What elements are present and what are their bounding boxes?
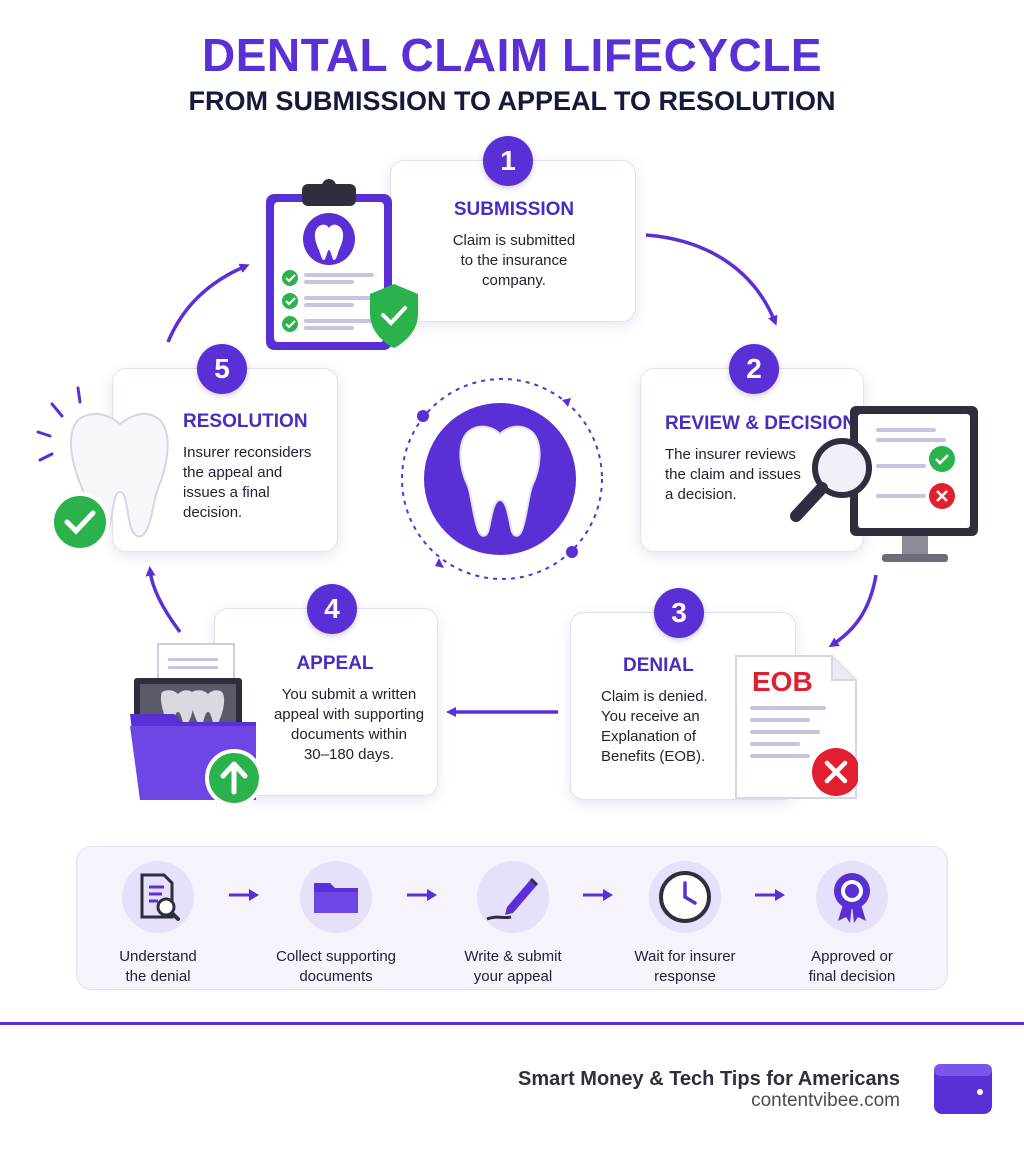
process-step-label: Understand the denial (83, 947, 233, 987)
description-line: You submit a written (281, 686, 417, 703)
stage-5-badge: 5 (197, 344, 247, 394)
description-line: appeal with supporting (273, 706, 425, 723)
label-line: documents (299, 968, 373, 985)
arrow-right-icon (755, 889, 785, 901)
process-step-label: Approved or final decision (777, 947, 927, 987)
process-step-label: Write & submit your appeal (438, 947, 588, 987)
stage-denial-description: Claim is denied. You receive an Explanat… (601, 687, 781, 767)
stage-review-description: The insurer reviews the claim and issues… (665, 445, 865, 505)
description-line: company. (482, 272, 546, 289)
stage-appeal-description: You submit a written appeal with support… (259, 685, 439, 765)
document-search-icon (122, 861, 194, 933)
process-step-understand: Understand the denial (83, 861, 233, 987)
process-step-write: Write & submit your appeal (438, 861, 588, 987)
footer-tagline: Smart Money & Tech Tips for Americans (518, 1068, 900, 1090)
wallet-icon (934, 1064, 992, 1114)
stage-3-badge: 3 (654, 588, 704, 638)
shield-check-icon (370, 284, 418, 348)
description-line: Insurer reconsiders (183, 444, 312, 461)
pen-icon (477, 861, 549, 933)
arrow-right-icon (583, 889, 613, 901)
stage-review-title: REVIEW & DECISION (665, 413, 857, 434)
award-ribbon-icon (816, 861, 888, 933)
process-strip: Understand the denial Collect supporting… (76, 846, 948, 990)
description-line: the appeal and (183, 464, 283, 481)
description-line: documents within (291, 726, 407, 743)
cycle-arrows (145, 233, 878, 717)
description-line: to the insurance (460, 252, 568, 269)
page-subtitle: FROM SUBMISSION TO APPEAL TO RESOLUTION (188, 86, 836, 116)
description-line: issues a final (183, 484, 270, 501)
clipboard-icon (266, 179, 418, 350)
description-line: decision. (183, 504, 243, 521)
label-line: final decision (808, 968, 896, 985)
arrow-right-icon (229, 889, 259, 901)
label-line: your appeal (473, 968, 553, 985)
stage-4-badge: 4 (307, 584, 357, 634)
description-line: 30–180 days. (303, 746, 395, 763)
description-line: You receive an (601, 708, 700, 725)
arrow-2-to-3 (828, 574, 878, 648)
footer-url: contentvibee.com (751, 1090, 900, 1111)
arrow-1-to-2 (645, 233, 778, 326)
label-line: the denial (125, 968, 191, 985)
description-line: Claim is submitted (452, 232, 576, 249)
label-line: Understand (119, 948, 197, 965)
description-line: Claim is denied. (601, 688, 708, 705)
process-step-wait: Wait for insurer response (610, 861, 760, 987)
clock-icon (649, 861, 721, 933)
folder-icon (300, 861, 372, 933)
appeal-folder-icon (130, 643, 263, 807)
process-step-decision: Approved or final decision (777, 861, 927, 987)
description-line: a decision. (665, 486, 737, 503)
monitor-review-icon (790, 406, 978, 562)
stage-resolution-description: Insurer reconsiders the appeal and issue… (183, 443, 339, 523)
eob-label: EOB (752, 666, 813, 697)
tooth-approved-icon (36, 386, 169, 552)
description-line: The insurer reviews (665, 446, 796, 463)
description-line: the claim and issues (665, 466, 801, 483)
description-line: Explanation of (601, 728, 697, 745)
approved-check-icon (50, 492, 110, 552)
process-step-collect: Collect supporting documents (261, 861, 411, 987)
stage-resolution-title: RESOLUTION (183, 411, 308, 432)
label-line: response (654, 968, 716, 985)
stage-submission-description: Claim is submitted to the insurance comp… (391, 231, 637, 291)
label-line: Approved or (811, 948, 893, 965)
stage-appeal-title: APPEAL (296, 653, 374, 674)
stage-2-badge: 2 (729, 344, 779, 394)
label-line: Wait for insurer (634, 948, 736, 965)
process-step-label: Collect supporting documents (261, 947, 411, 987)
stage-submission-card: SUBMISSION Claim is submitted to the ins… (390, 160, 636, 322)
central-tooth-emblem (401, 378, 603, 580)
label-line: Collect supporting (275, 948, 397, 965)
tooth-icon (459, 425, 541, 537)
process-step-label: Wait for insurer response (610, 947, 760, 987)
magnifier-icon (812, 438, 872, 498)
arrow-5-to-1 (166, 263, 250, 343)
stage-1-badge: 1 (483, 136, 533, 186)
footer-divider (0, 1022, 1024, 1025)
label-line: Write & submit (464, 948, 562, 965)
description-line: Benefits (EOB). (601, 748, 706, 765)
arrow-right-icon (407, 889, 437, 901)
stage-submission-title: SUBMISSION (453, 199, 575, 220)
arrow-4-to-5 (145, 566, 182, 634)
eob-document: EOB (734, 654, 858, 800)
page-title: DENTAL CLAIM LIFECYCLE (201, 29, 823, 81)
stage-denial-title: DENIAL (623, 655, 694, 676)
